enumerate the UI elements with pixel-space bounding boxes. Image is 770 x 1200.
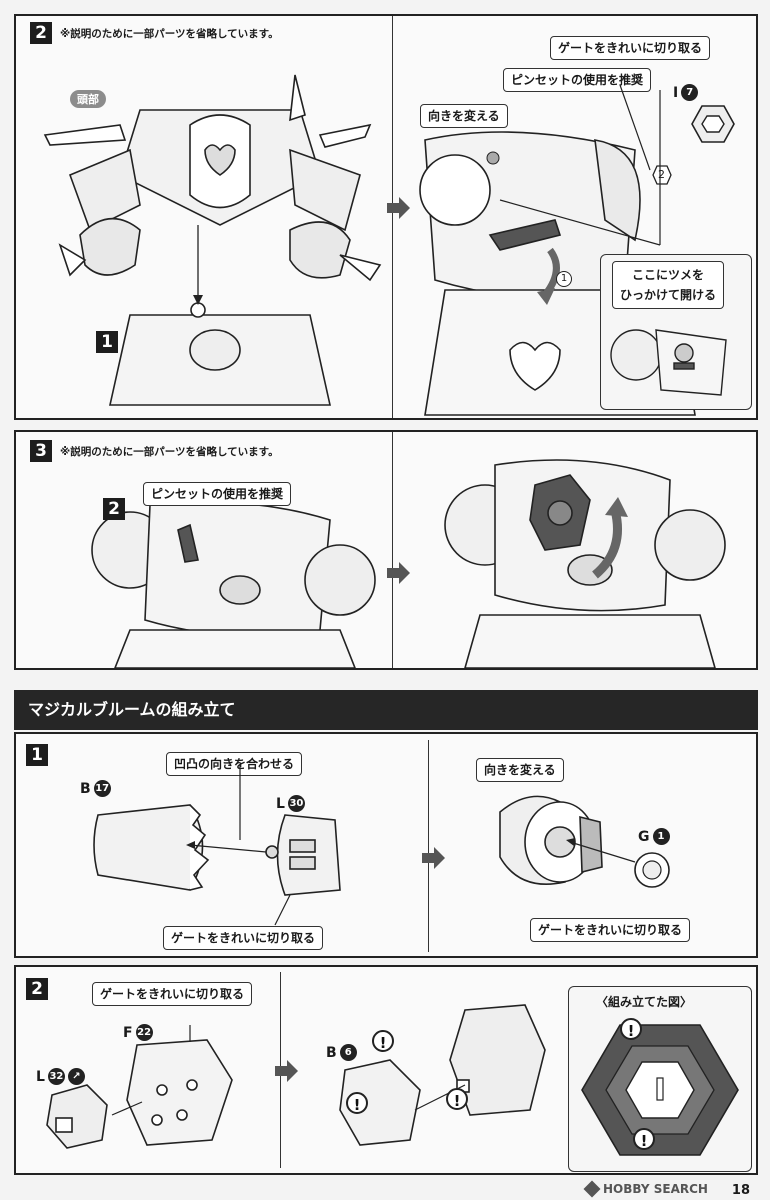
broom-parts-illustration: [93, 765, 341, 926]
part-letter: L: [36, 1068, 45, 1085]
step-number: 2: [26, 978, 48, 1000]
part-number-circle: 30: [287, 795, 305, 812]
part-number-circle: 22: [135, 1024, 153, 1041]
hook-inset-illustration: [610, 329, 727, 396]
assembled-hex-illustration: [581, 1024, 739, 1156]
logo-text: HOBBY SEARCH: [603, 1182, 708, 1196]
sub-step-2-marker: [652, 165, 672, 185]
part-letter: B: [326, 1044, 337, 1061]
part-number-1: 1: [96, 331, 118, 353]
warning-icon: !: [446, 1088, 468, 1110]
part-L32-label: L 32 ↗: [36, 1068, 85, 1085]
part-F22-label: F 22: [123, 1024, 153, 1041]
hex-nut-part: [691, 105, 735, 143]
part-number-2: 2: [103, 498, 125, 520]
part-number-circle: 17: [93, 780, 111, 797]
part-number-circle: 1: [652, 828, 670, 845]
part-B17-label: B 17: [80, 780, 111, 797]
sub-step-1-marker: 1: [556, 266, 572, 287]
omission-note: ※説明のために一部パーツを省略しています。: [60, 446, 279, 458]
next-arrow-icon: [422, 847, 445, 869]
part-L30-label: L 30: [276, 795, 305, 812]
page-number: 18: [731, 1183, 750, 1198]
panel-divider: [392, 16, 393, 418]
part-B6-label: B 6: [326, 1044, 357, 1061]
part-letter: I: [673, 84, 679, 101]
tweezers-callout: ピンセットの使用を推奨: [143, 482, 292, 506]
broom-assembly-illustration: [499, 795, 670, 888]
part-letter: L: [276, 795, 285, 812]
part-number-circle: 32: [47, 1068, 65, 1085]
assembled-view-title: 〈組み立てた図〉: [596, 995, 693, 1009]
warning-icon: !: [372, 1030, 394, 1052]
part-letter: G: [638, 828, 650, 845]
torso-closed-illustration: [444, 459, 726, 669]
next-arrow-icon: [275, 1060, 298, 1082]
robot-head-illustration: [43, 74, 382, 406]
turn-direction-callout: 向きを変える: [476, 758, 564, 782]
warning-icon: !: [346, 1092, 368, 1114]
part-letter: F: [123, 1024, 133, 1041]
gate-cut-callout: ゲートをきれいに切り取る: [530, 918, 691, 942]
step-number: 1: [26, 744, 48, 766]
turn-direction-callout: 向きを変える: [420, 104, 508, 128]
section-title: マジカルブルームの組み立て: [14, 690, 758, 730]
leader-lines: [499, 84, 661, 246]
step-number: 3: [30, 440, 52, 462]
hex-parts-join-illustration: [339, 1004, 546, 1146]
gate-cut-callout: ゲートをきれいに切り取る: [163, 926, 324, 950]
tweezers-callout: ピンセットの使用を推奨: [503, 68, 652, 92]
sub-step-2-text: 2: [658, 168, 665, 181]
next-arrow-icon: [387, 197, 410, 219]
torso-open-illustration: [91, 501, 376, 669]
omission-note: ※説明のために一部パーツを省略しています。: [60, 28, 279, 40]
panel-divider: [428, 740, 429, 952]
hobby-search-logo: HOBBY SEARCH: [583, 1180, 708, 1198]
panel-divider: [392, 432, 393, 668]
align-callout: 凹凸の向きを合わせる: [166, 752, 303, 776]
part-G1-label: G 1: [638, 828, 670, 845]
gate-cut-callout: ゲートをきれいに切り取る: [92, 982, 253, 1006]
warning-icon: !: [633, 1128, 655, 1150]
sub-step-1-circle: 1: [556, 271, 572, 287]
head-part-tag: 頭部: [70, 90, 106, 108]
gate-cut-callout: ゲートをきれいに切り取る: [550, 36, 711, 60]
logo-icon: [583, 1180, 601, 1198]
part-number-circle: 7: [681, 84, 699, 101]
bend-icon: ↗: [67, 1068, 85, 1085]
part-I7-label: I 7: [673, 84, 699, 101]
next-arrow-icon: [387, 562, 410, 584]
hex-cap-parts-illustration: [46, 1025, 233, 1149]
hook-callout: ここにツメを ひっかけて開ける: [612, 261, 725, 309]
step-number: 2: [30, 22, 52, 44]
part-number-circle: 6: [339, 1044, 357, 1061]
part-letter: B: [80, 780, 91, 797]
warning-icon: !: [620, 1018, 642, 1040]
